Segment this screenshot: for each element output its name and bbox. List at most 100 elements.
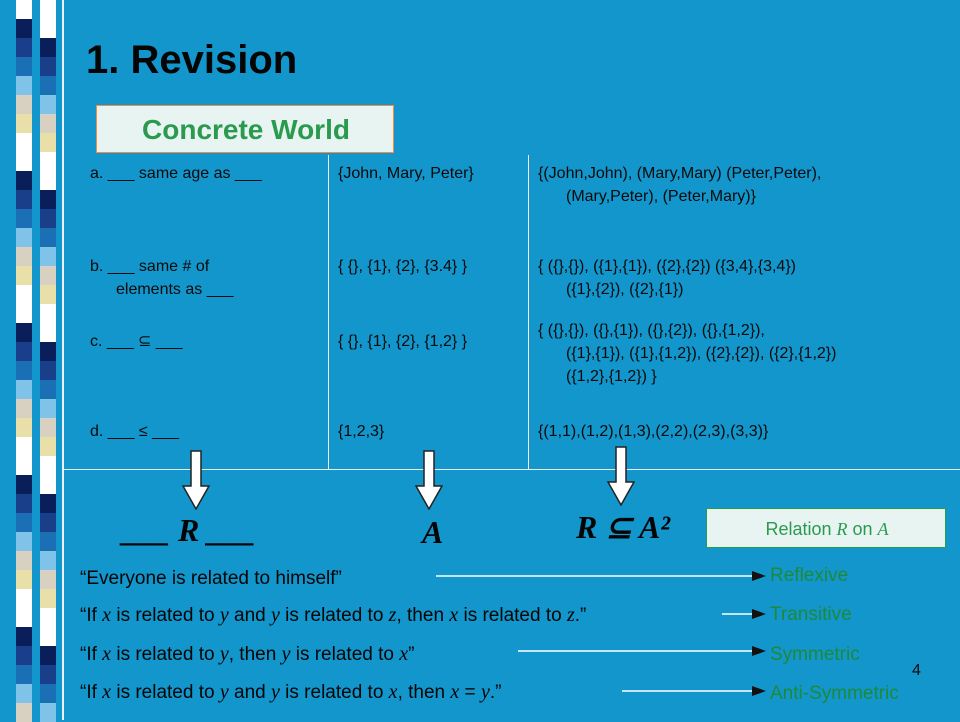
bar-square xyxy=(16,475,32,494)
statement-text: and xyxy=(228,605,271,626)
bar-square xyxy=(16,247,32,266)
statement-var: y xyxy=(219,643,229,665)
transitive-statement: “If x is related to y and y is related t… xyxy=(80,604,586,627)
bar-square xyxy=(40,38,56,57)
bar-square xyxy=(40,570,56,589)
pairs-line: {(1,1),(1,2),(1,3),(2,2),(2,3),(3,3)} xyxy=(538,423,769,440)
bar-square xyxy=(16,608,32,627)
statement-text: “If xyxy=(80,605,103,626)
bar-square xyxy=(16,437,32,456)
bar-square xyxy=(40,323,56,342)
right-arrow-icon xyxy=(518,646,766,656)
statement-text: , then xyxy=(397,682,451,703)
pairs-line: { ({},{}), ({1},{1}), ({2},{2}) ({3,4},{… xyxy=(538,258,796,275)
bar-square xyxy=(40,209,56,228)
bar-square xyxy=(40,665,56,684)
statement-text: “If xyxy=(80,682,103,703)
statement-text: .” xyxy=(489,682,502,703)
bar-square xyxy=(16,418,32,437)
statement-text: “If xyxy=(80,644,103,665)
statement-var: x xyxy=(102,681,112,703)
bar-square xyxy=(40,494,56,513)
bar-square xyxy=(16,38,32,57)
bar-square xyxy=(16,114,32,133)
bar-square xyxy=(40,703,56,722)
bar-square xyxy=(40,399,56,418)
bar-square xyxy=(40,608,56,627)
statement-text: “Everyone is related to himself” xyxy=(80,568,342,589)
bar-square xyxy=(40,76,56,95)
bar-square xyxy=(16,589,32,608)
statement-text: is related to xyxy=(279,682,389,703)
bar-square xyxy=(40,133,56,152)
statement-text: ” xyxy=(408,644,415,665)
relation-symbol-label: ___ R ___ xyxy=(122,512,256,548)
slide-title: 1. Revision xyxy=(86,38,298,82)
table-row-c-set: { {}, {1}, {2}, {1,2} } xyxy=(338,333,468,350)
pairs-line: (Mary,Peter), (Peter,Mary)} xyxy=(566,188,756,205)
bar-square xyxy=(40,266,56,285)
bar-square xyxy=(16,209,32,228)
bar-square xyxy=(16,57,32,76)
pairs-line: {(John,John), (Mary,Mary) (Peter,Peter), xyxy=(538,165,822,182)
property-anti-symmetric: Anti-Symmetric xyxy=(770,683,899,704)
statement-text: is related to xyxy=(111,682,220,703)
statement-var: y xyxy=(271,681,280,703)
bar-square xyxy=(16,171,32,190)
bar-square xyxy=(16,380,32,399)
statement-var: y xyxy=(219,681,229,703)
bar-square xyxy=(16,266,32,285)
bar-square xyxy=(40,361,56,380)
bar-square xyxy=(16,342,32,361)
bar-square xyxy=(16,570,32,589)
relation-line: d. ___ ≤ ___ xyxy=(90,423,179,440)
bar-square xyxy=(40,684,56,703)
bar-square xyxy=(16,152,32,171)
symmetric-statement: “If x is related to y, then y is related… xyxy=(80,643,414,666)
bar-square xyxy=(16,76,32,95)
statement-text: is related to xyxy=(290,644,400,665)
bar-square xyxy=(16,456,32,475)
bar-square xyxy=(16,494,32,513)
set-symbol-label: A xyxy=(422,514,444,550)
table-row-b-set: { {}, {1}, {2}, {3.4} } xyxy=(338,258,468,275)
statement-var: x xyxy=(450,681,460,703)
statement-text: , then xyxy=(396,605,450,626)
statement-text: = xyxy=(459,682,481,703)
property-transitive: Transitive xyxy=(770,604,852,625)
relation-box-a: A xyxy=(877,519,889,539)
bar-square xyxy=(16,646,32,665)
pairs-line: ({1},{1}), ({1},{1,2}), ({2},{2}), ({2},… xyxy=(566,345,837,362)
down-arrow-icon xyxy=(607,446,635,506)
statement-text: and xyxy=(228,682,271,703)
relation-box-prefix: Relation xyxy=(765,519,837,539)
page-number: 4 xyxy=(912,662,921,679)
anti-symmetric-statement: “If x is related to y and y is related t… xyxy=(80,681,501,704)
bar-square xyxy=(16,19,32,38)
left-decorative-bar xyxy=(0,0,64,722)
statement-text: is related to xyxy=(111,644,220,665)
table-row-c-relation: c. ___ ⊆ ___ xyxy=(90,330,183,353)
property-reflexive: Reflexive xyxy=(770,565,849,586)
bar-square xyxy=(40,551,56,570)
reflexive-statement: “Everyone is related to himself” xyxy=(80,568,342,590)
down-arrow-icon xyxy=(182,450,210,510)
bar-square xyxy=(16,513,32,532)
bar-square xyxy=(16,190,32,209)
left-bar-divider xyxy=(62,0,64,720)
property-symmetric: Symmetric xyxy=(770,644,860,665)
table-row-d-pairs: {(1,1),(1,2),(1,3),(2,2),(2,3),(3,3)} xyxy=(538,420,768,443)
relation-on-a-label: Relation R on A xyxy=(707,509,947,549)
statement-var: x xyxy=(449,604,459,626)
table-row-b-relation: b. ___ same # of elements as ___ xyxy=(90,255,233,301)
bar-square xyxy=(40,456,56,475)
table-row-a-pairs: {(John,John), (Mary,Mary) (Peter,Peter),… xyxy=(538,162,821,208)
statement-text: .” xyxy=(574,605,587,626)
bar-square xyxy=(40,646,56,665)
bar-square xyxy=(40,285,56,304)
relation-line: a. ___ same age as ___ xyxy=(90,165,262,182)
bar-square xyxy=(40,114,56,133)
bar-square xyxy=(16,399,32,418)
table-row-d-relation: d. ___ ≤ ___ xyxy=(90,420,179,443)
statement-text: is related to xyxy=(111,605,220,626)
